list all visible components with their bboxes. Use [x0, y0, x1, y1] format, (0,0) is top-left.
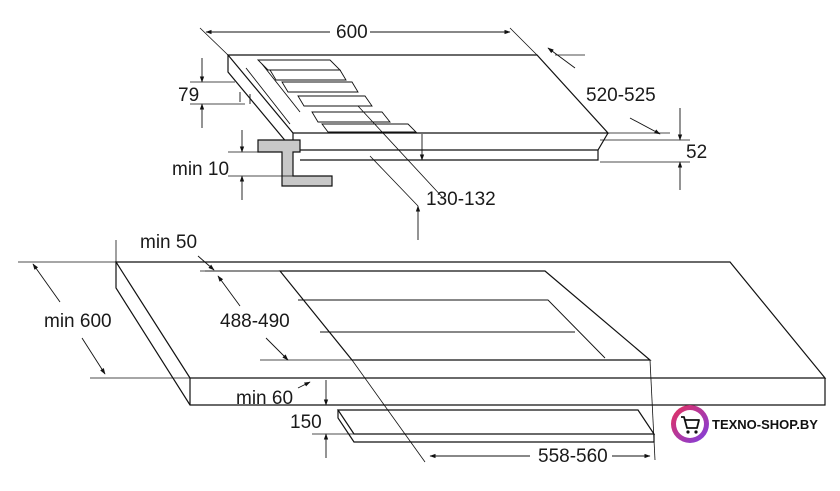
grate-3	[281, 81, 359, 93]
cutout-inner	[298, 299, 606, 359]
grate-2	[269, 69, 347, 81]
dim-79: 79	[178, 58, 245, 128]
label-130-132: 130-132	[426, 189, 496, 210]
fixing-bracket	[257, 139, 333, 187]
grate-1	[256, 59, 342, 71]
hob-top-plate	[226, 54, 610, 134]
dim-min-60: min 60	[236, 381, 311, 409]
label-600: 600	[336, 22, 368, 43]
label-79: 79	[178, 85, 199, 106]
countertop-front	[115, 262, 826, 406]
dim-520-525: 520-525	[547, 47, 670, 135]
label-52: 52	[686, 142, 707, 163]
label-min-600: min 600	[44, 311, 112, 332]
dim-600: 600	[199, 22, 538, 56]
shopping-cart-icon	[681, 416, 700, 434]
dim-150: 150	[290, 380, 354, 458]
dim-min-10: min 10	[172, 130, 293, 200]
hob-side-edge	[227, 55, 294, 151]
brand-badge-inner	[676, 410, 704, 438]
brand-name: TEXNO-SHOP.BY	[712, 417, 818, 432]
label-min-10: min 10	[172, 159, 229, 180]
dim-558-560: 558-560	[351, 359, 656, 467]
hob-front-edge	[292, 132, 609, 151]
hob-body	[300, 150, 599, 161]
hob-legs	[239, 92, 251, 104]
grate-6	[321, 123, 418, 133]
label-min-50: min 50	[140, 232, 197, 253]
dim-min-50: min 50	[115, 232, 280, 272]
grate-4	[297, 95, 373, 107]
dim-130-132: 130-132	[357, 105, 496, 240]
dim-min-600: min 600	[18, 261, 190, 379]
lower-panel-front	[337, 410, 655, 443]
label-520-525: 520-525	[586, 85, 656, 106]
label-150: 150	[290, 412, 322, 433]
hob-drawing	[226, 54, 610, 187]
dim-52: 52	[600, 108, 707, 190]
grate-rails	[245, 63, 301, 125]
countertop-drawing	[114, 261, 827, 443]
grate-5	[311, 111, 391, 123]
label-558-560: 558-560	[538, 446, 608, 467]
cutout-outer	[278, 270, 652, 361]
label-488-490: 488-490	[220, 311, 290, 332]
lower-panel-top	[336, 409, 656, 435]
brand-logo: TEXNO-SHOP.BY	[671, 405, 818, 443]
dim-488-490: 488-490	[205, 270, 352, 361]
label-min-60: min 60	[236, 388, 293, 409]
